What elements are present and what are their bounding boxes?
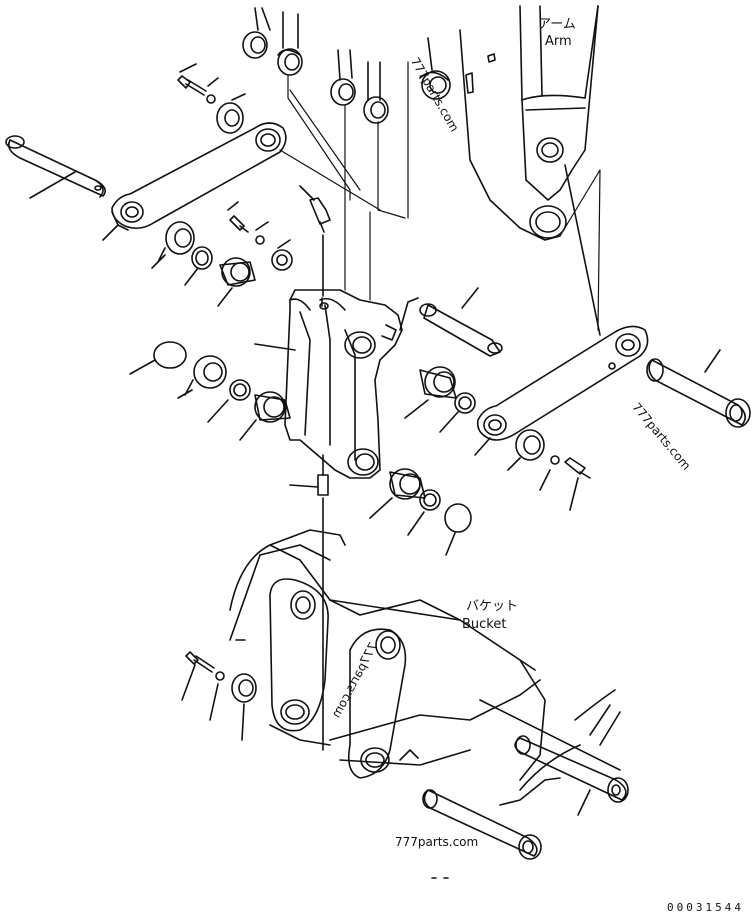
leader-lines: [280, 62, 600, 330]
right-pin-link: [647, 350, 750, 427]
arm-label-jp: アーム: [538, 17, 576, 32]
grease-fitting-top: [300, 186, 330, 296]
left-bushings: [130, 342, 290, 440]
arm-label-en: Arm: [545, 34, 572, 49]
bolt-washer-top: [178, 64, 245, 133]
grease-fitting-bottom: [290, 455, 328, 750]
bucket-pin-lower: [423, 790, 541, 859]
center-bracket: [255, 290, 402, 478]
bucket-part: [230, 530, 620, 805]
left-pin: [6, 136, 105, 198]
watermark-bottom: 777parts.com: [395, 835, 479, 849]
bolt-washer-right: [508, 430, 590, 510]
bolt-washer-bucket: [182, 652, 256, 740]
top-link: [103, 123, 286, 240]
lower-bushings: [370, 469, 471, 555]
bucket-label-en: Bucket: [462, 617, 507, 632]
right-link: [475, 165, 648, 455]
drawing-code: 00031544: [667, 901, 744, 914]
bucket-label-jp: バケット: [466, 599, 519, 614]
top-bushings: [243, 8, 450, 123]
middle-small-parts: [152, 202, 292, 306]
arm-part: [460, 6, 598, 240]
bucket-pin-front: [515, 736, 628, 815]
right-pin-mid: [400, 288, 502, 432]
